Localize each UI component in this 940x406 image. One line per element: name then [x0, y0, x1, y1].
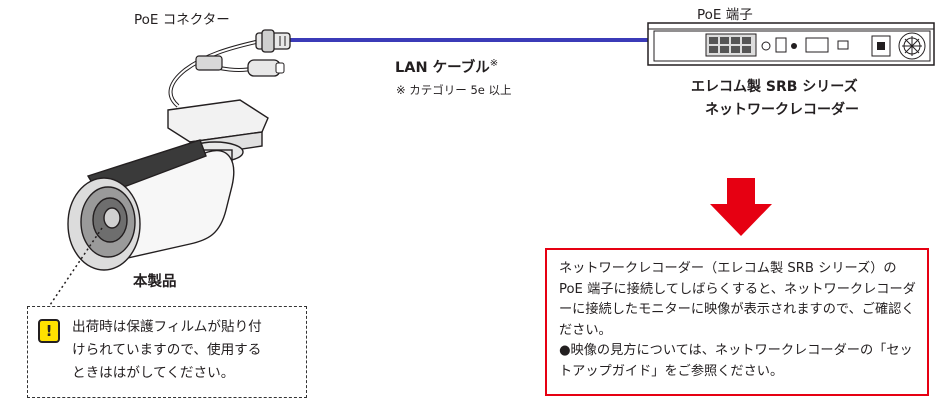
- lan-cable-text: LAN ケーブル: [395, 60, 490, 76]
- warning-note-box: ! 出荷時は保護フィルムが貼り付 けられていますので、使用する ときははがしてく…: [27, 306, 307, 398]
- warning-line-2: けられていますので、使用する: [72, 342, 262, 358]
- warning-pointer-line: [47, 227, 103, 309]
- warning-line-3: ときははがしてください。: [72, 365, 235, 381]
- camera-cables: [168, 40, 257, 108]
- recorder-label-line2: ネットワークレコーダー: [705, 102, 859, 118]
- info-box: ネットワークレコーダー（エレコム製 SRB シリーズ）の PoE 端子に接続して…: [545, 248, 929, 396]
- info-paragraph: ネットワークレコーダー（エレコム製 SRB シリーズ）の PoE 端子に接続して…: [559, 261, 916, 338]
- lan-cable-label: LAN ケーブル※: [395, 56, 498, 77]
- warning-text: 出荷時は保護フィルムが貼り付 けられていますので、使用する ときははがしてくださ…: [72, 316, 304, 385]
- product-label: 本製品: [133, 274, 177, 290]
- camera-illustration: [67, 99, 269, 271]
- poe-connector-label: PoE コネクター: [134, 12, 230, 28]
- poe-connector-plug: [195, 29, 291, 77]
- warning-line-1: 出荷時は保護フィルムが貼り付: [72, 319, 262, 335]
- down-arrow-icon: [710, 178, 772, 236]
- category-note: ※ カテゴリー 5e 以上: [396, 83, 512, 97]
- poe-port-label: PoE 端子: [697, 7, 753, 23]
- info-bullet: ●映像の見方については、ネットワークレコーダーの「セットアップガイド」をご参照く…: [559, 343, 913, 379]
- lan-cable-footnote-mark: ※: [489, 58, 499, 70]
- warning-icon: !: [38, 319, 60, 343]
- network-recorder-illustration: [647, 22, 935, 66]
- recorder-label-line1: エレコム製 SRB シリーズ: [691, 79, 858, 95]
